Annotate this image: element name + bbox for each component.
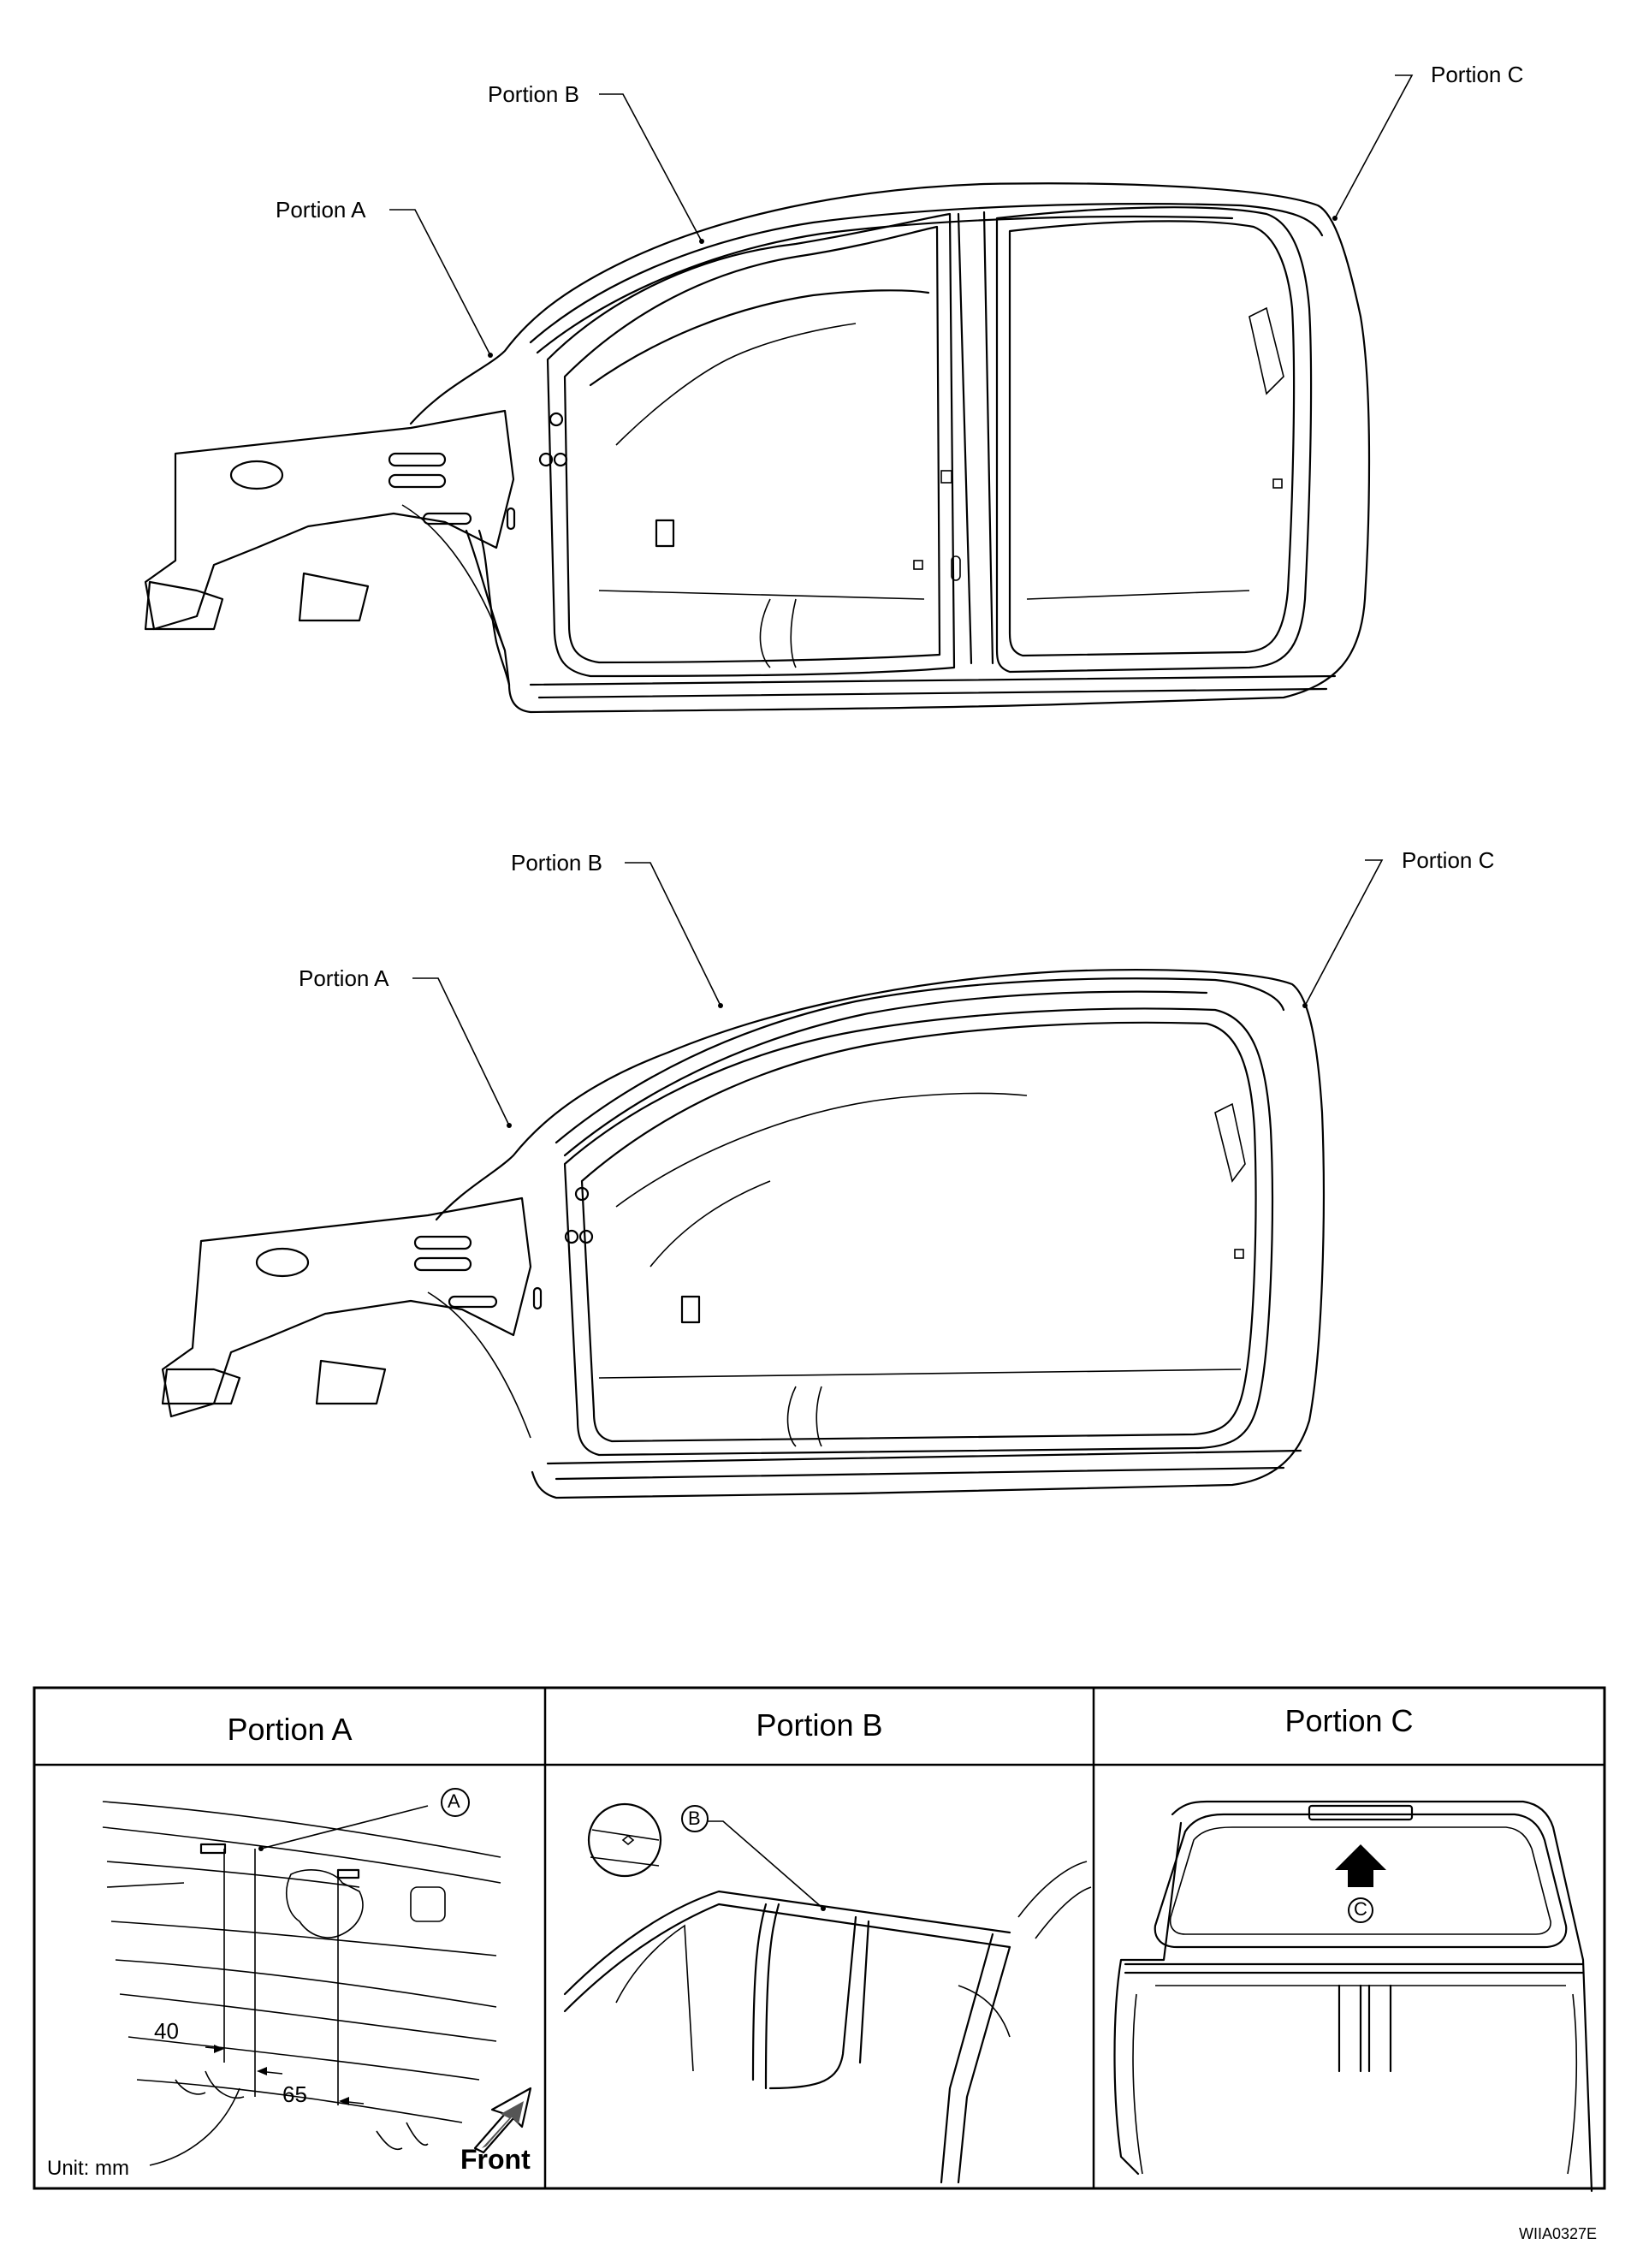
- regular-cab-body-side: [161, 859, 1384, 1499]
- table-header-portion-a: Portion A: [227, 1712, 353, 1747]
- portion-c-detail-drawing: [1113, 1800, 1593, 2193]
- callout-c: C: [1354, 1898, 1367, 1920]
- diagram1-portion-c-label: Portion C: [1431, 62, 1524, 87]
- diagram1-portion-a-label: Portion A: [276, 197, 366, 223]
- portion-a-detail-drawing: [102, 1788, 532, 2166]
- diagram1-portion-b-label: Portion B: [488, 81, 579, 107]
- callout-b: B: [688, 1808, 701, 1829]
- table-header-portion-c: Portion C: [1284, 1703, 1414, 1738]
- unit-label: Unit: mm: [47, 2157, 129, 2180]
- diagram2-portion-b-label: Portion B: [511, 850, 602, 876]
- dimension-65: 65: [282, 2081, 307, 2107]
- front-arrow-label: Front: [460, 2144, 531, 2175]
- dimension-40: 40: [154, 2018, 179, 2044]
- detail-table-frame: [33, 1686, 1606, 2190]
- crew-cab-body-side: [144, 74, 1414, 714]
- portion-b-detail-drawing: [563, 1802, 1092, 2184]
- diagram2-portion-c-label: Portion C: [1402, 847, 1495, 873]
- diagram2-portion-a-label: Portion A: [299, 965, 389, 991]
- figure-code: WIIA0327E: [1519, 2225, 1598, 2242]
- table-header-portion-b: Portion B: [756, 1707, 883, 1743]
- callout-a: A: [448, 1790, 460, 1812]
